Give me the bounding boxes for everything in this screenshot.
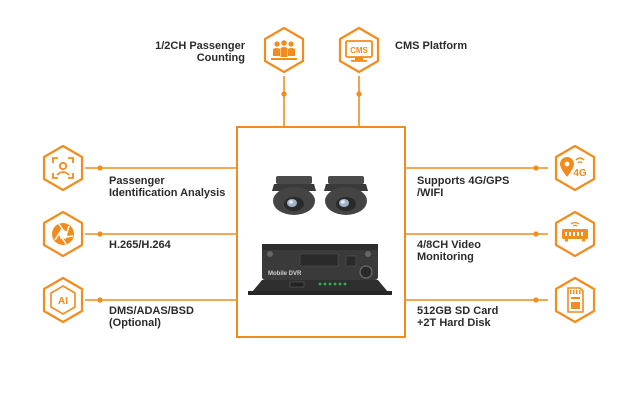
dvr-brand-label: Mobile DVR (268, 271, 302, 277)
label-codec: H.265/H.264 (109, 239, 171, 251)
4g-location-icon: 4G (554, 144, 596, 192)
dome-camera-right (324, 176, 368, 215)
connector-lines (85, 76, 548, 301)
label-video: 4/8CH Video Monitoring (417, 239, 481, 263)
sd-card-icon (554, 276, 596, 324)
label-dms: DMS/ADAS/BSD (Optional) (109, 305, 194, 329)
label-storage: 512GB SD Card +2T Hard Disk (417, 305, 499, 329)
cms-monitor-icon: CMS (338, 26, 380, 74)
connector-dots (97, 91, 539, 303)
center-device-frame (236, 126, 406, 338)
mobile-dvr-unit: Mobile DVR (248, 244, 392, 295)
face-scan-icon (42, 144, 84, 192)
label-identification: Passenger Identification Analysis (109, 175, 226, 199)
cms-icon-text: CMS (350, 46, 368, 55)
ai-chip-icon: AI (42, 276, 84, 324)
4g-icon-text: 4G (573, 168, 587, 179)
people-group-icon (263, 26, 305, 74)
label-passenger-counting: 1/2CH Passenger Counting (155, 40, 245, 64)
dvr-recorder-icon (554, 210, 596, 258)
camera-aperture-icon (42, 210, 84, 258)
ai-icon-text: AI (58, 296, 68, 307)
label-connectivity: Supports 4G/GPS /WIFI (417, 175, 510, 199)
label-cms-platform: CMS Platform (395, 40, 468, 52)
dome-camera-left (272, 176, 316, 215)
